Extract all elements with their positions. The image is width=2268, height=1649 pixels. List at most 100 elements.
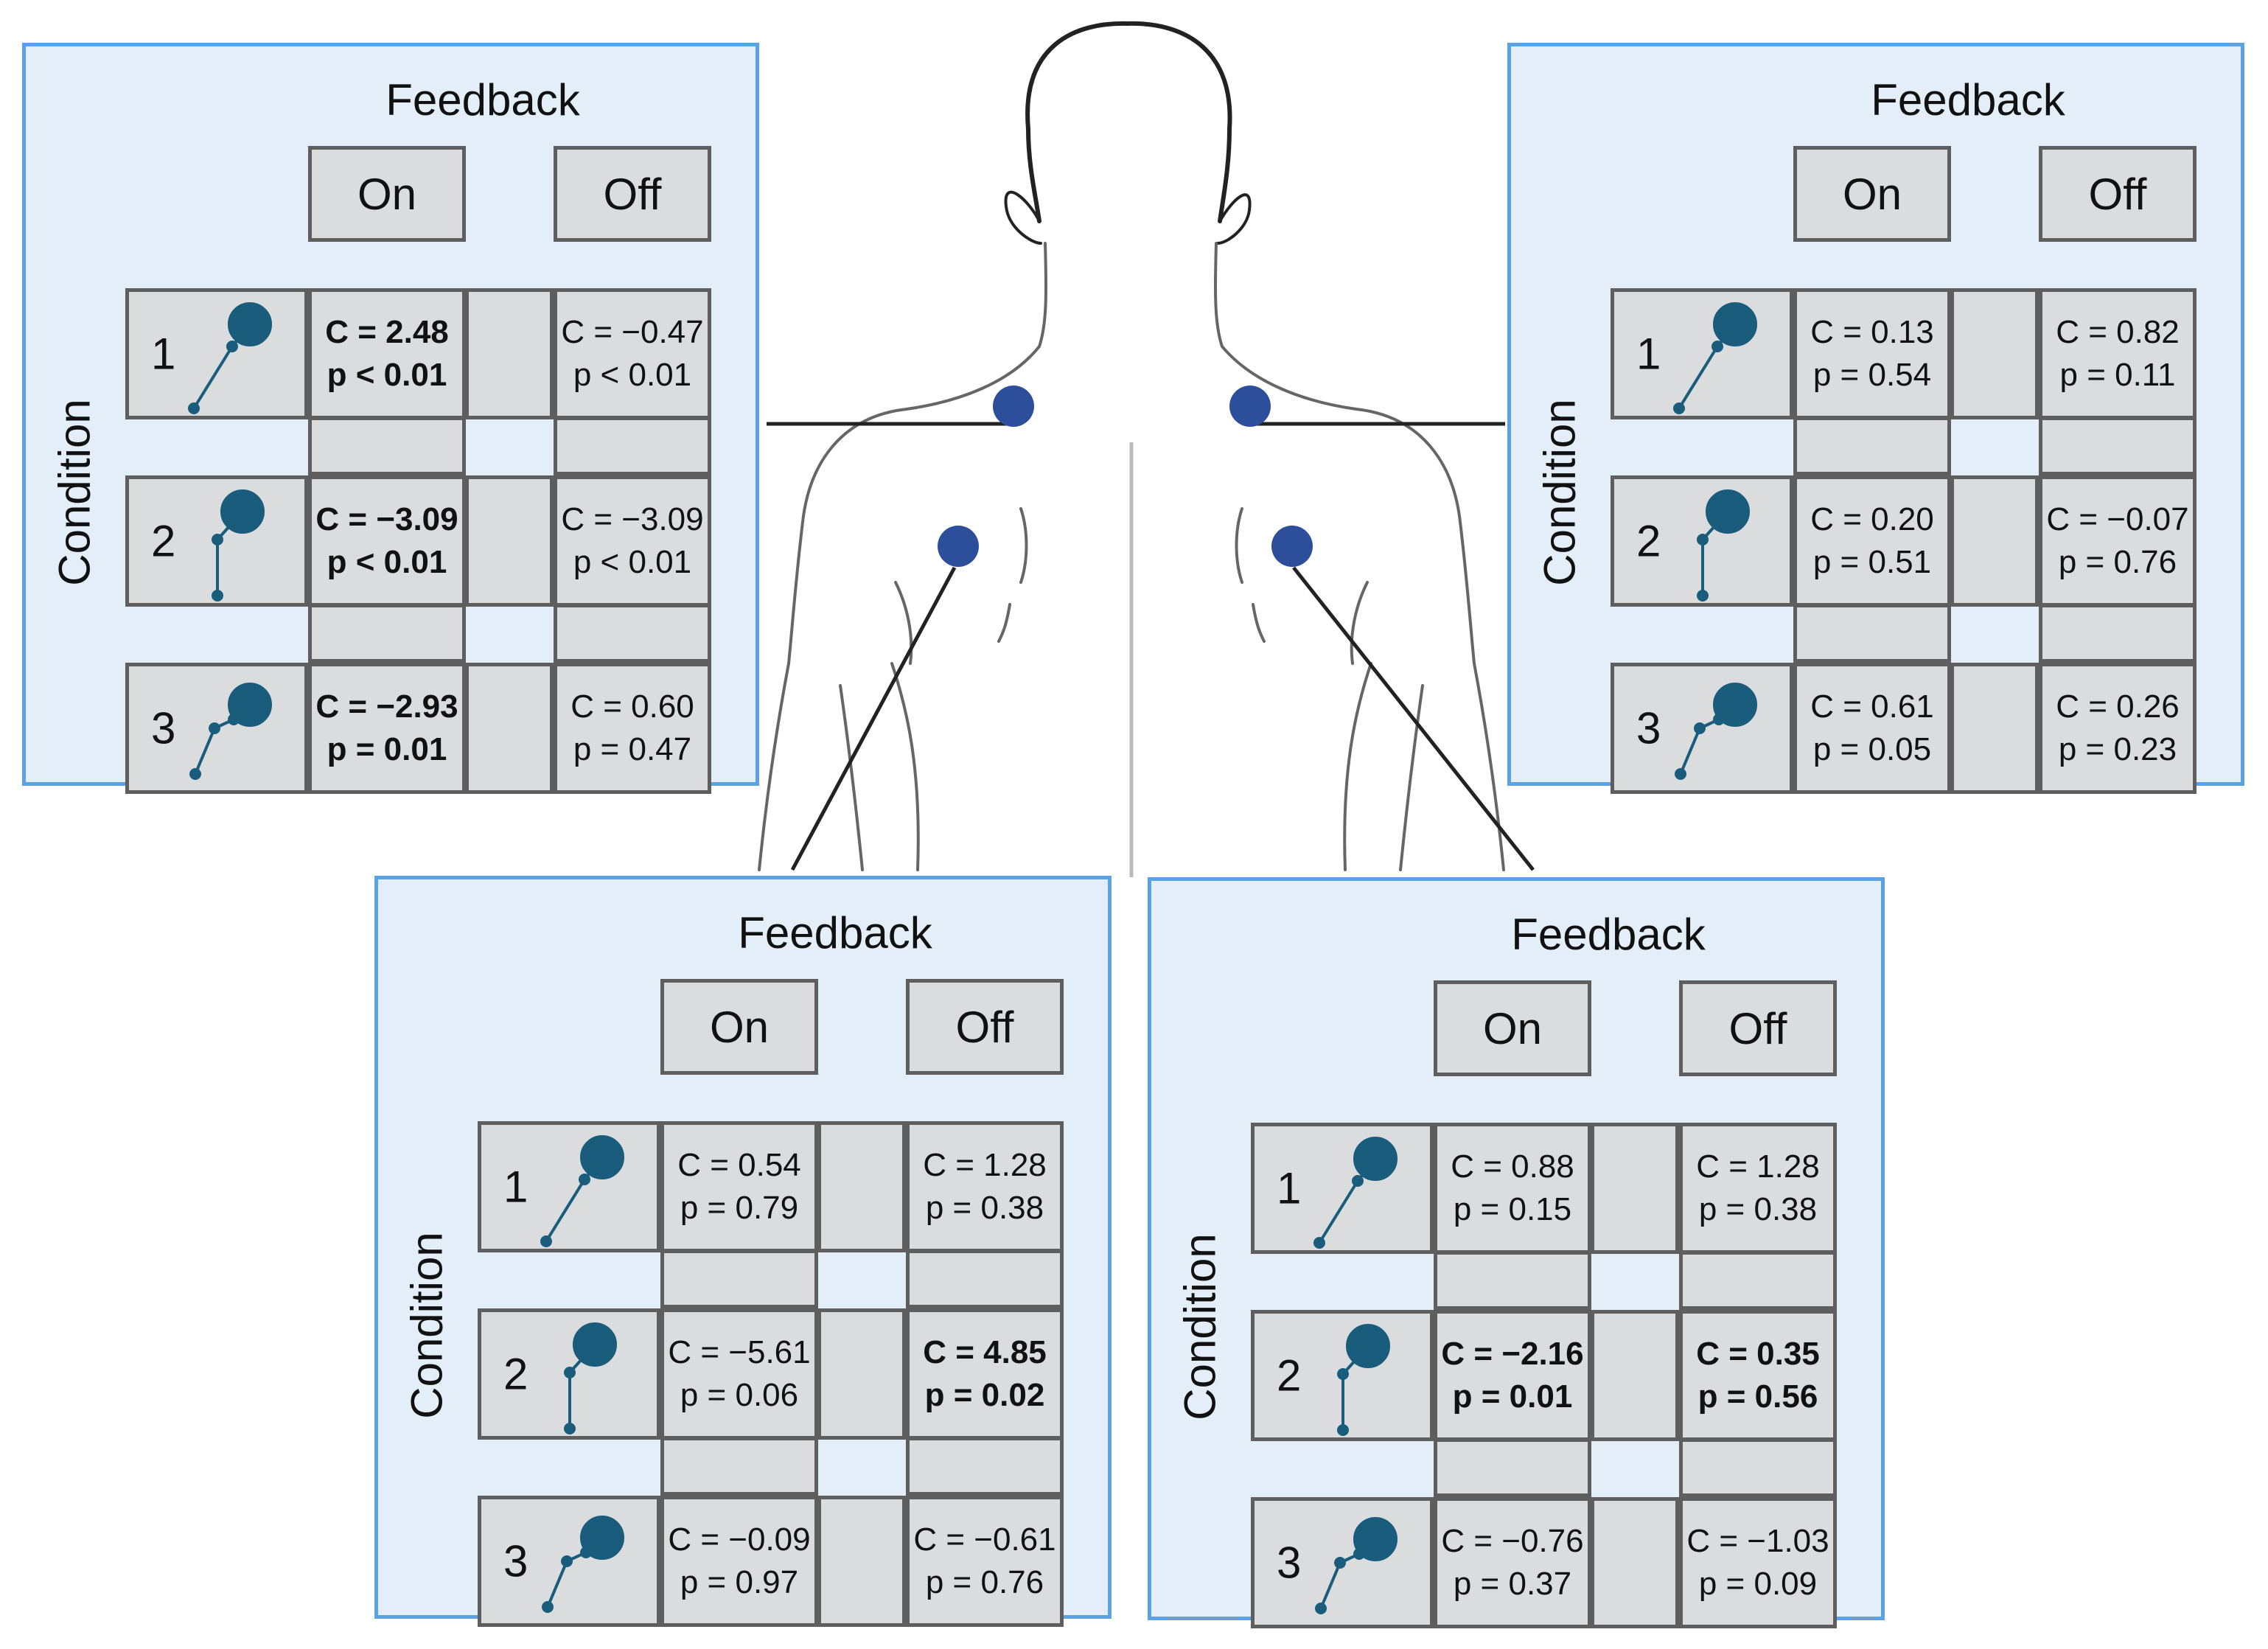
coefficient-value: C = −0.47 (561, 314, 704, 350)
coefficient-value: C = −3.09 (315, 501, 458, 537)
p-value: p < 0.01 (327, 544, 447, 580)
spacer-cell (906, 1249, 1064, 1308)
p-value: p = 0.02 (924, 1377, 1045, 1413)
spacer-cell (817, 1308, 906, 1440)
spacer-cell (1950, 288, 2039, 419)
p-value: p = 0.37 (1453, 1566, 1572, 1602)
condition-row-1: 1 (1251, 1123, 1434, 1254)
condition-axis-label: Condition (49, 399, 100, 586)
coefficient-value: C = −5.61 (668, 1334, 811, 1370)
condition-row-3: 3 (478, 1496, 660, 1627)
stat-cell-off: C = 0.26 p = 0.23 (2039, 663, 2197, 794)
p-value: p = 0.76 (2058, 544, 2177, 580)
condition-row-3: 3 (1611, 663, 1793, 794)
stat-cell-on: C = −0.09 p = 0.97 (660, 1496, 818, 1627)
condition-axis-label: Condition (1535, 399, 1585, 586)
p-value: p = 0.23 (2058, 731, 2177, 767)
condition-number: 3 (1277, 1538, 1302, 1588)
electrode-right-chest (1271, 526, 1313, 567)
p-value: p = 0.38 (1698, 1191, 1818, 1227)
condition-number: 2 (1277, 1350, 1302, 1401)
spacer-cell (1591, 1497, 1679, 1628)
spacer-cell (1950, 475, 2039, 607)
condition-number: 1 (1636, 329, 1661, 379)
condition-number: 2 (151, 516, 176, 566)
spacer-cell (554, 416, 711, 475)
column-header-off: Off (1679, 980, 1837, 1076)
coefficient-value: C = 0.54 (677, 1147, 801, 1183)
spacer-cell (906, 1437, 1064, 1496)
p-value: p = 0.97 (680, 1564, 799, 1600)
p-value: p = 0.05 (1812, 731, 1932, 767)
coefficient-value: C = −0.61 (913, 1521, 1056, 1558)
condition-number: 2 (1636, 516, 1661, 566)
stat-cell-off: C = −0.47 p < 0.01 (554, 288, 711, 419)
coefficient-value: C = 0.20 (1810, 501, 1934, 537)
spacer-cell (308, 604, 466, 663)
condition-number: 1 (1277, 1163, 1302, 1213)
spacer-cell (1950, 663, 2039, 794)
spacer-cell (660, 1437, 818, 1496)
condition-row-2: 2 (1611, 475, 1793, 607)
electrode-right-shoulder (1229, 386, 1271, 427)
coefficient-value: C = −0.09 (668, 1521, 811, 1558)
p-value: p = 0.06 (680, 1377, 799, 1413)
spacer-cell (2039, 604, 2197, 663)
coefficient-value: C = 0.82 (2056, 314, 2180, 350)
spacer-cell (2039, 416, 2197, 475)
spacer-cell (1591, 1123, 1679, 1254)
condition-row-2: 2 (125, 475, 308, 607)
spacer-cell (1434, 1438, 1591, 1497)
condition-number: 2 (503, 1349, 528, 1399)
condition-row-1: 1 (478, 1121, 660, 1252)
stat-cell-on: C = −2.16 p = 0.01 (1434, 1310, 1591, 1441)
bent-arm-icon (1313, 1501, 1431, 1636)
coefficient-value: C = 1.28 (923, 1147, 1047, 1183)
coefficient-value: C = 0.26 (2056, 688, 2180, 725)
stat-cell-on: C = −5.61 p = 0.06 (660, 1308, 818, 1440)
coefficient-value: C = −2.16 (1441, 1336, 1584, 1372)
p-value: p = 0.56 (1697, 1378, 1818, 1415)
bent-arm-icon (188, 666, 306, 801)
diagonal-arm-icon (1313, 1126, 1431, 1261)
condition-number: 3 (1636, 703, 1661, 753)
spacer-cell (465, 288, 554, 419)
coefficient-value: C = −0.07 (2046, 501, 2189, 537)
p-value: p = 0.01 (1452, 1378, 1573, 1415)
feedback-title: Feedback (1871, 75, 2065, 125)
spacer-cell (817, 1121, 906, 1252)
p-value: p = 0.76 (925, 1564, 1044, 1600)
p-value: p = 0.47 (573, 731, 692, 767)
spacer-cell (1679, 1438, 1837, 1497)
column-header-on: On (1434, 980, 1591, 1076)
p-value: p < 0.01 (573, 357, 692, 393)
spacer-cell (660, 1249, 818, 1308)
condition-row-1: 1 (1611, 288, 1793, 419)
condition-number: 1 (151, 329, 176, 379)
p-value: p = 0.51 (1812, 544, 1932, 580)
p-value: p = 0.11 (2059, 357, 2176, 393)
coefficient-value: C = −1.03 (1686, 1523, 1829, 1559)
p-value: p = 0.54 (1812, 357, 1932, 393)
coefficient-value: C = −0.76 (1441, 1523, 1584, 1559)
column-header-off: Off (906, 979, 1064, 1075)
diagonal-arm-icon (1673, 292, 1791, 427)
p-value: p = 0.15 (1453, 1191, 1572, 1227)
diagonal-arm-icon (188, 292, 306, 427)
coefficient-value: C = 0.13 (1810, 314, 1934, 350)
spacer-cell (1434, 1251, 1591, 1310)
p-value: p = 0.79 (680, 1190, 799, 1226)
condition-row-2: 2 (1251, 1310, 1434, 1441)
bent-arm-icon (540, 1499, 658, 1634)
feedback-title: Feedback (385, 75, 580, 125)
